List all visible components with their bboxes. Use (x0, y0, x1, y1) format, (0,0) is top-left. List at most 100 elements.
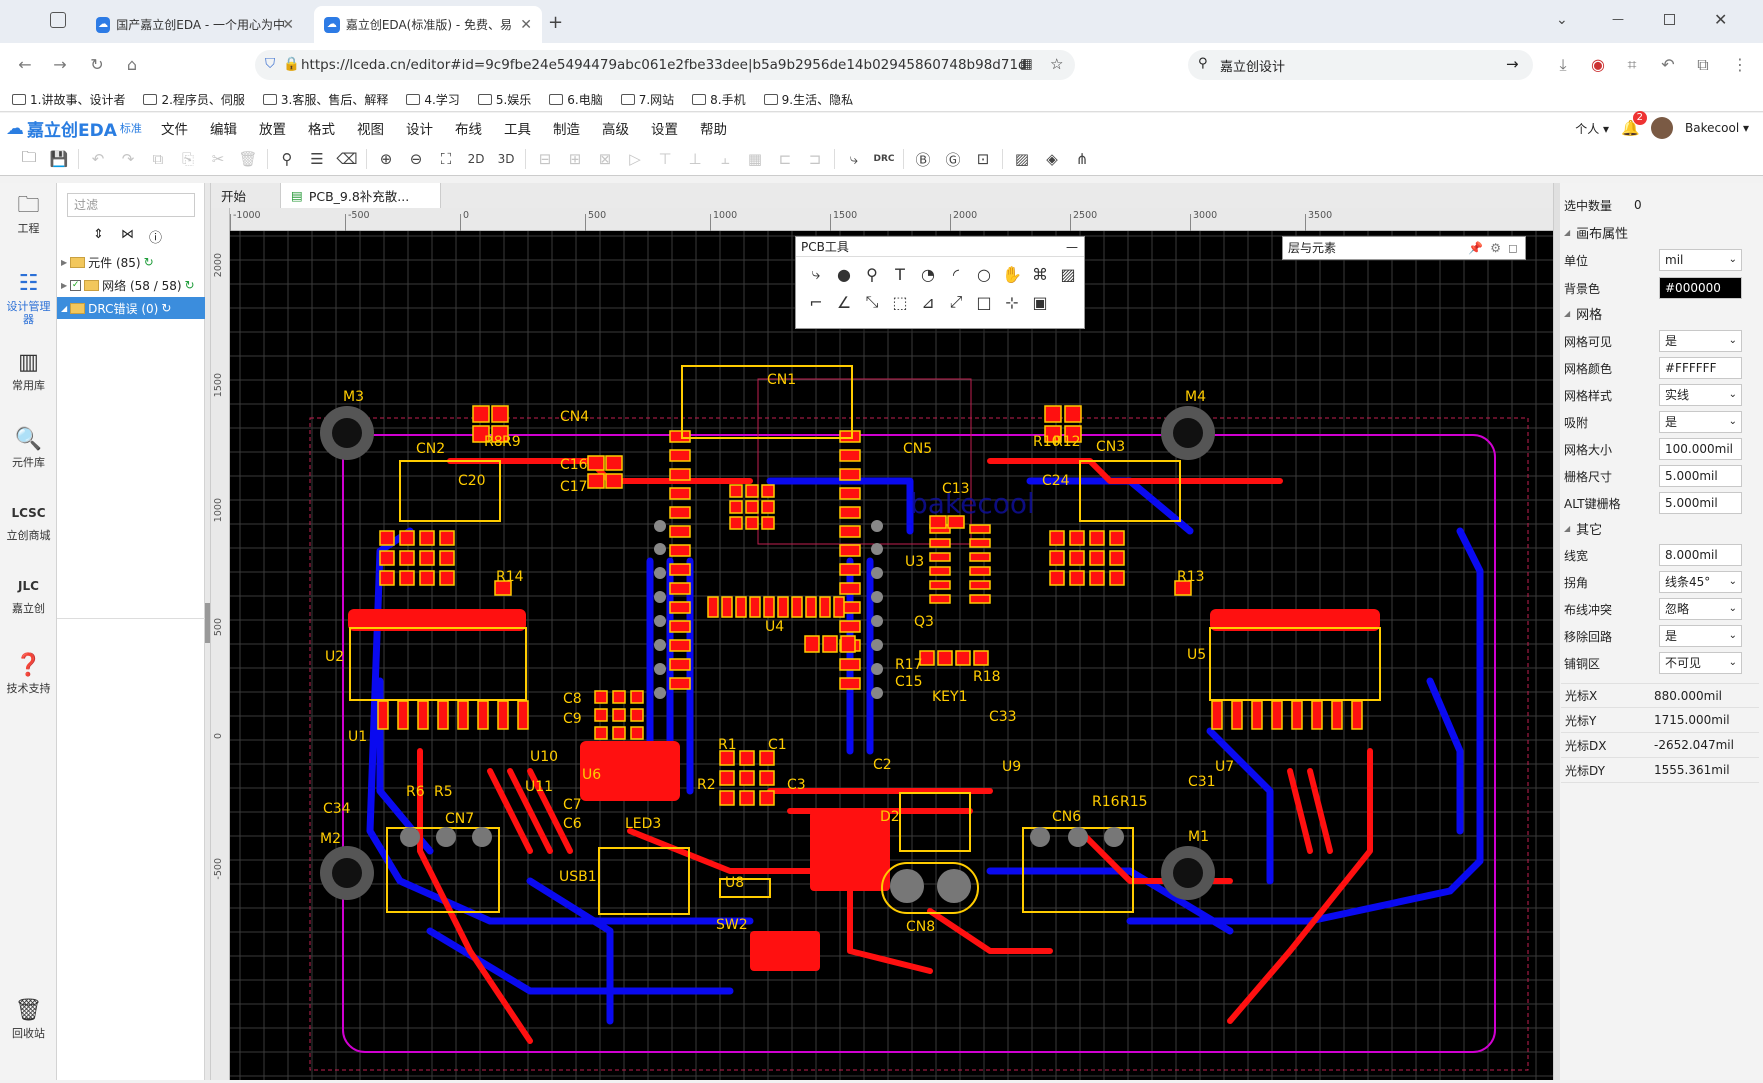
align-icon[interactable]: ⊟ (538, 150, 552, 168)
tab-actions-icon[interactable] (50, 12, 66, 28)
undo-icon[interactable]: ↶ (91, 150, 105, 168)
route-icon[interactable]: ⤷ (849, 150, 859, 168)
menu-view[interactable]: 视图 (357, 122, 384, 138)
close-icon[interactable]: ✕ (520, 16, 532, 33)
refresh-icon[interactable]: ↻ (161, 301, 172, 315)
info-icon[interactable]: ⓘ (149, 231, 163, 246)
collapse-handle[interactable] (205, 603, 210, 643)
crop-icon[interactable]: ⌗ (1627, 55, 1637, 74)
nav-support[interactable]: ❓技术支持 (0, 653, 57, 695)
grid-size-input[interactable]: 100.000mil (1659, 438, 1742, 460)
arrow-right-icon[interactable]: → (1506, 55, 1519, 73)
arc-tool-icon[interactable]: ◔ (921, 264, 935, 284)
expand-icon[interactable]: ⇕ (93, 227, 104, 242)
zoom-out-icon[interactable]: ⊖ (409, 150, 423, 168)
bookmark-folder[interactable]: 7.网站 (620, 91, 674, 108)
panel-splitter[interactable] (205, 183, 211, 1080)
alt-snap-input[interactable]: 5.000mil (1659, 492, 1742, 514)
snap-size-input[interactable]: 5.000mil (1659, 465, 1742, 487)
nav-recycle-bin[interactable]: 🗑回收站 (0, 998, 57, 1040)
align-icon[interactable]: ⊥ (688, 150, 702, 168)
bookmark-folder[interactable]: 4.学习 (406, 91, 460, 108)
image-icon[interactable]: ▨ (1014, 150, 1030, 168)
canvas-origin-icon[interactable]: ⊹ (1005, 292, 1019, 312)
track-tool-icon[interactable]: ⤷ (811, 264, 821, 283)
text-tool-icon[interactable]: T (895, 264, 905, 284)
close-window-icon[interactable]: ✕ (1714, 10, 1728, 29)
menu-format[interactable]: 格式 (308, 122, 335, 138)
list-icon[interactable]: ☰ (310, 150, 324, 168)
share-icon[interactable]: ⋔ (1075, 150, 1089, 168)
align-icon[interactable]: ⊠ (598, 150, 612, 168)
copper-pour-tool-icon[interactable]: ▣ (1032, 292, 1048, 312)
extension-icon[interactable]: ◉ (1591, 55, 1605, 74)
menu-help[interactable]: 帮助 (700, 122, 727, 138)
conflict-select[interactable]: 忽略⌄ (1659, 598, 1742, 620)
bell-icon[interactable]: 🔔2 (1621, 111, 1648, 137)
avatar[interactable] (1651, 117, 1674, 139)
snap-select[interactable]: 是⌄ (1659, 411, 1742, 433)
personal-dropdown[interactable]: 个人 ▾ (1575, 121, 1610, 136)
home-icon[interactable]: ⌂ (126, 55, 138, 74)
bookmark-folder[interactable]: 6.电脑 (549, 91, 603, 108)
menu-advanced[interactable]: 高级 (602, 122, 629, 138)
pin-icon[interactable]: 📌 (1468, 241, 1483, 255)
dimension-tool-icon[interactable]: ⤡ (865, 292, 879, 311)
close-icon[interactable]: ✕ (282, 16, 294, 33)
paste-icon[interactable]: ⎘ (181, 150, 194, 168)
menu-settings[interactable]: 设置 (651, 122, 678, 138)
panel-handle[interactable] (1554, 183, 1560, 1080)
tree-item-components[interactable]: ▶ 元件 (85) ↻ (57, 251, 205, 273)
corner-select[interactable]: 线条45°⌄ (1659, 571, 1742, 593)
menu-fabrication[interactable]: 制造 (553, 122, 580, 138)
align-icon[interactable]: ▦ (747, 150, 763, 168)
minimize-icon[interactable]: — (1612, 12, 1624, 26)
address-bar[interactable]: ⛉ 🔒 https://lceda.cn/editor#id=9c9fbe24e… (255, 50, 1075, 80)
bookmark-folder[interactable]: 3.客服、售后、解释 (262, 91, 388, 108)
grid-style-select[interactable]: 实线⌄ (1659, 384, 1742, 406)
qr-icon[interactable]: ▦ (1020, 56, 1033, 72)
image-tool-icon[interactable]: ▨ (1060, 264, 1076, 284)
rect-tool-icon[interactable]: □ (976, 292, 992, 312)
align-icon[interactable]: ⫠ (720, 150, 730, 168)
line-width-input[interactable]: 8.000mil (1659, 544, 1742, 566)
view-3d-button[interactable]: 3D (497, 152, 515, 166)
section-canvas[interactable]: ◢画布属性 (1564, 219, 1760, 245)
align-icon[interactable]: ⊤ (658, 150, 672, 168)
region-tool-icon[interactable]: ⬚ (892, 292, 908, 312)
bg-color-input[interactable]: #000000 (1659, 277, 1742, 299)
menu-place[interactable]: 放置 (259, 122, 286, 138)
bookmark-folder[interactable]: 9.生活、隐私 (763, 91, 853, 108)
star-icon[interactable]: ☆ (1050, 55, 1064, 73)
section-grid[interactable]: ◢网格 (1564, 300, 1760, 326)
drc-button[interactable]: DRC (873, 154, 895, 164)
tab-pcb[interactable]: ▤PCB_9.8补充散... (281, 183, 441, 208)
remove-loop-select[interactable]: 是⌄ (1659, 625, 1742, 647)
solid-region-tool-icon[interactable]: ⊿ (921, 292, 935, 312)
circle-tool-icon[interactable]: ○ (977, 264, 991, 284)
chevron-down-icon[interactable]: ⌄ (1556, 12, 1568, 28)
app-logo[interactable]: ☁ 嘉立创EDA 标准 (0, 116, 150, 141)
menu-tools[interactable]: 工具 (504, 122, 531, 138)
net-icon[interactable]: ⋈ (121, 227, 134, 242)
angle-tool-icon[interactable]: ∠ (836, 292, 852, 312)
measure-tool-icon[interactable]: ⤢ (949, 292, 963, 311)
delete-icon[interactable]: 🗑 (238, 150, 258, 168)
bom-icon[interactable]: Ⓑ (915, 150, 931, 169)
tab-start[interactable]: 开始 (211, 183, 281, 208)
maximize-icon[interactable] (1664, 14, 1675, 25)
grid-color-input[interactable]: #FFFFFF (1659, 357, 1742, 379)
refresh-icon[interactable]: ↻ (143, 255, 154, 269)
bookmark-folder[interactable]: 1.讲故事、设计者 (12, 91, 125, 108)
puzzle-icon[interactable]: ⧉ (1697, 55, 1709, 74)
back-icon[interactable]: ← (18, 55, 32, 74)
align-icon[interactable]: ⊞ (568, 150, 582, 168)
redo-icon[interactable]: ↷ (121, 150, 135, 168)
tree-item-nets[interactable]: ▶ ✓ 网络 (58 / 58) ↻ (57, 274, 205, 296)
via-tool-icon[interactable]: ⚲ (866, 264, 878, 284)
pick-place-icon[interactable]: ⊡ (976, 150, 990, 168)
user-menu[interactable]: Bakecool ▾ (1685, 121, 1749, 135)
